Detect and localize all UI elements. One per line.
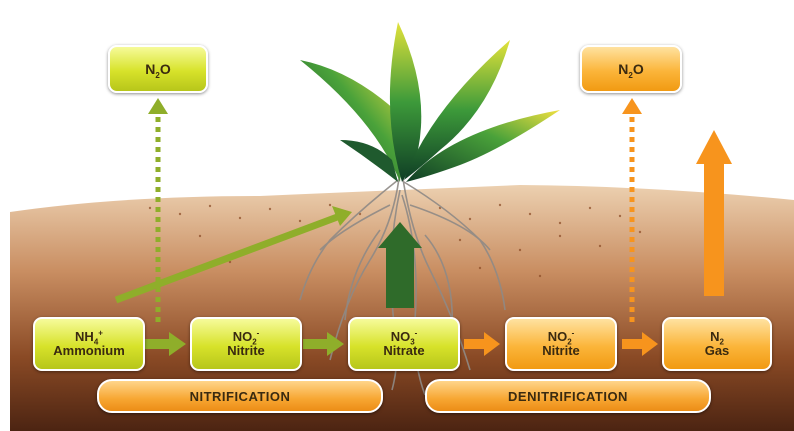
nitrite-box-denitrification: NO2- Nitrite bbox=[505, 317, 617, 371]
denitrification-label: DENITRIFICATION bbox=[425, 379, 711, 413]
ammonium-label: Ammonium bbox=[53, 344, 125, 358]
nitrification-label: NITRIFICATION bbox=[97, 379, 383, 413]
nitrate-label: Nitrate bbox=[383, 344, 424, 358]
white-frame-left bbox=[0, 0, 10, 431]
nitrite-label-right: Nitrite bbox=[542, 344, 580, 358]
n2o-box-nitrification: N2O bbox=[108, 45, 208, 93]
nitrate-uptake-arrow bbox=[386, 246, 414, 308]
plant-leaves bbox=[300, 22, 560, 182]
ammonium-box: NH4+ Ammonium bbox=[33, 317, 145, 371]
n2-gas-release-arrow bbox=[704, 160, 724, 296]
nitrate-box: NO3- Nitrate bbox=[348, 317, 460, 371]
n2o-box-denitrification: N2O bbox=[580, 45, 682, 93]
n2-gas-box: N2 Gas bbox=[662, 317, 772, 371]
nitrite-label-left: Nitrite bbox=[227, 344, 265, 358]
nitrite-box-nitrification: NO2- Nitrite bbox=[190, 317, 302, 371]
n2-gas-label: Gas bbox=[705, 344, 730, 358]
